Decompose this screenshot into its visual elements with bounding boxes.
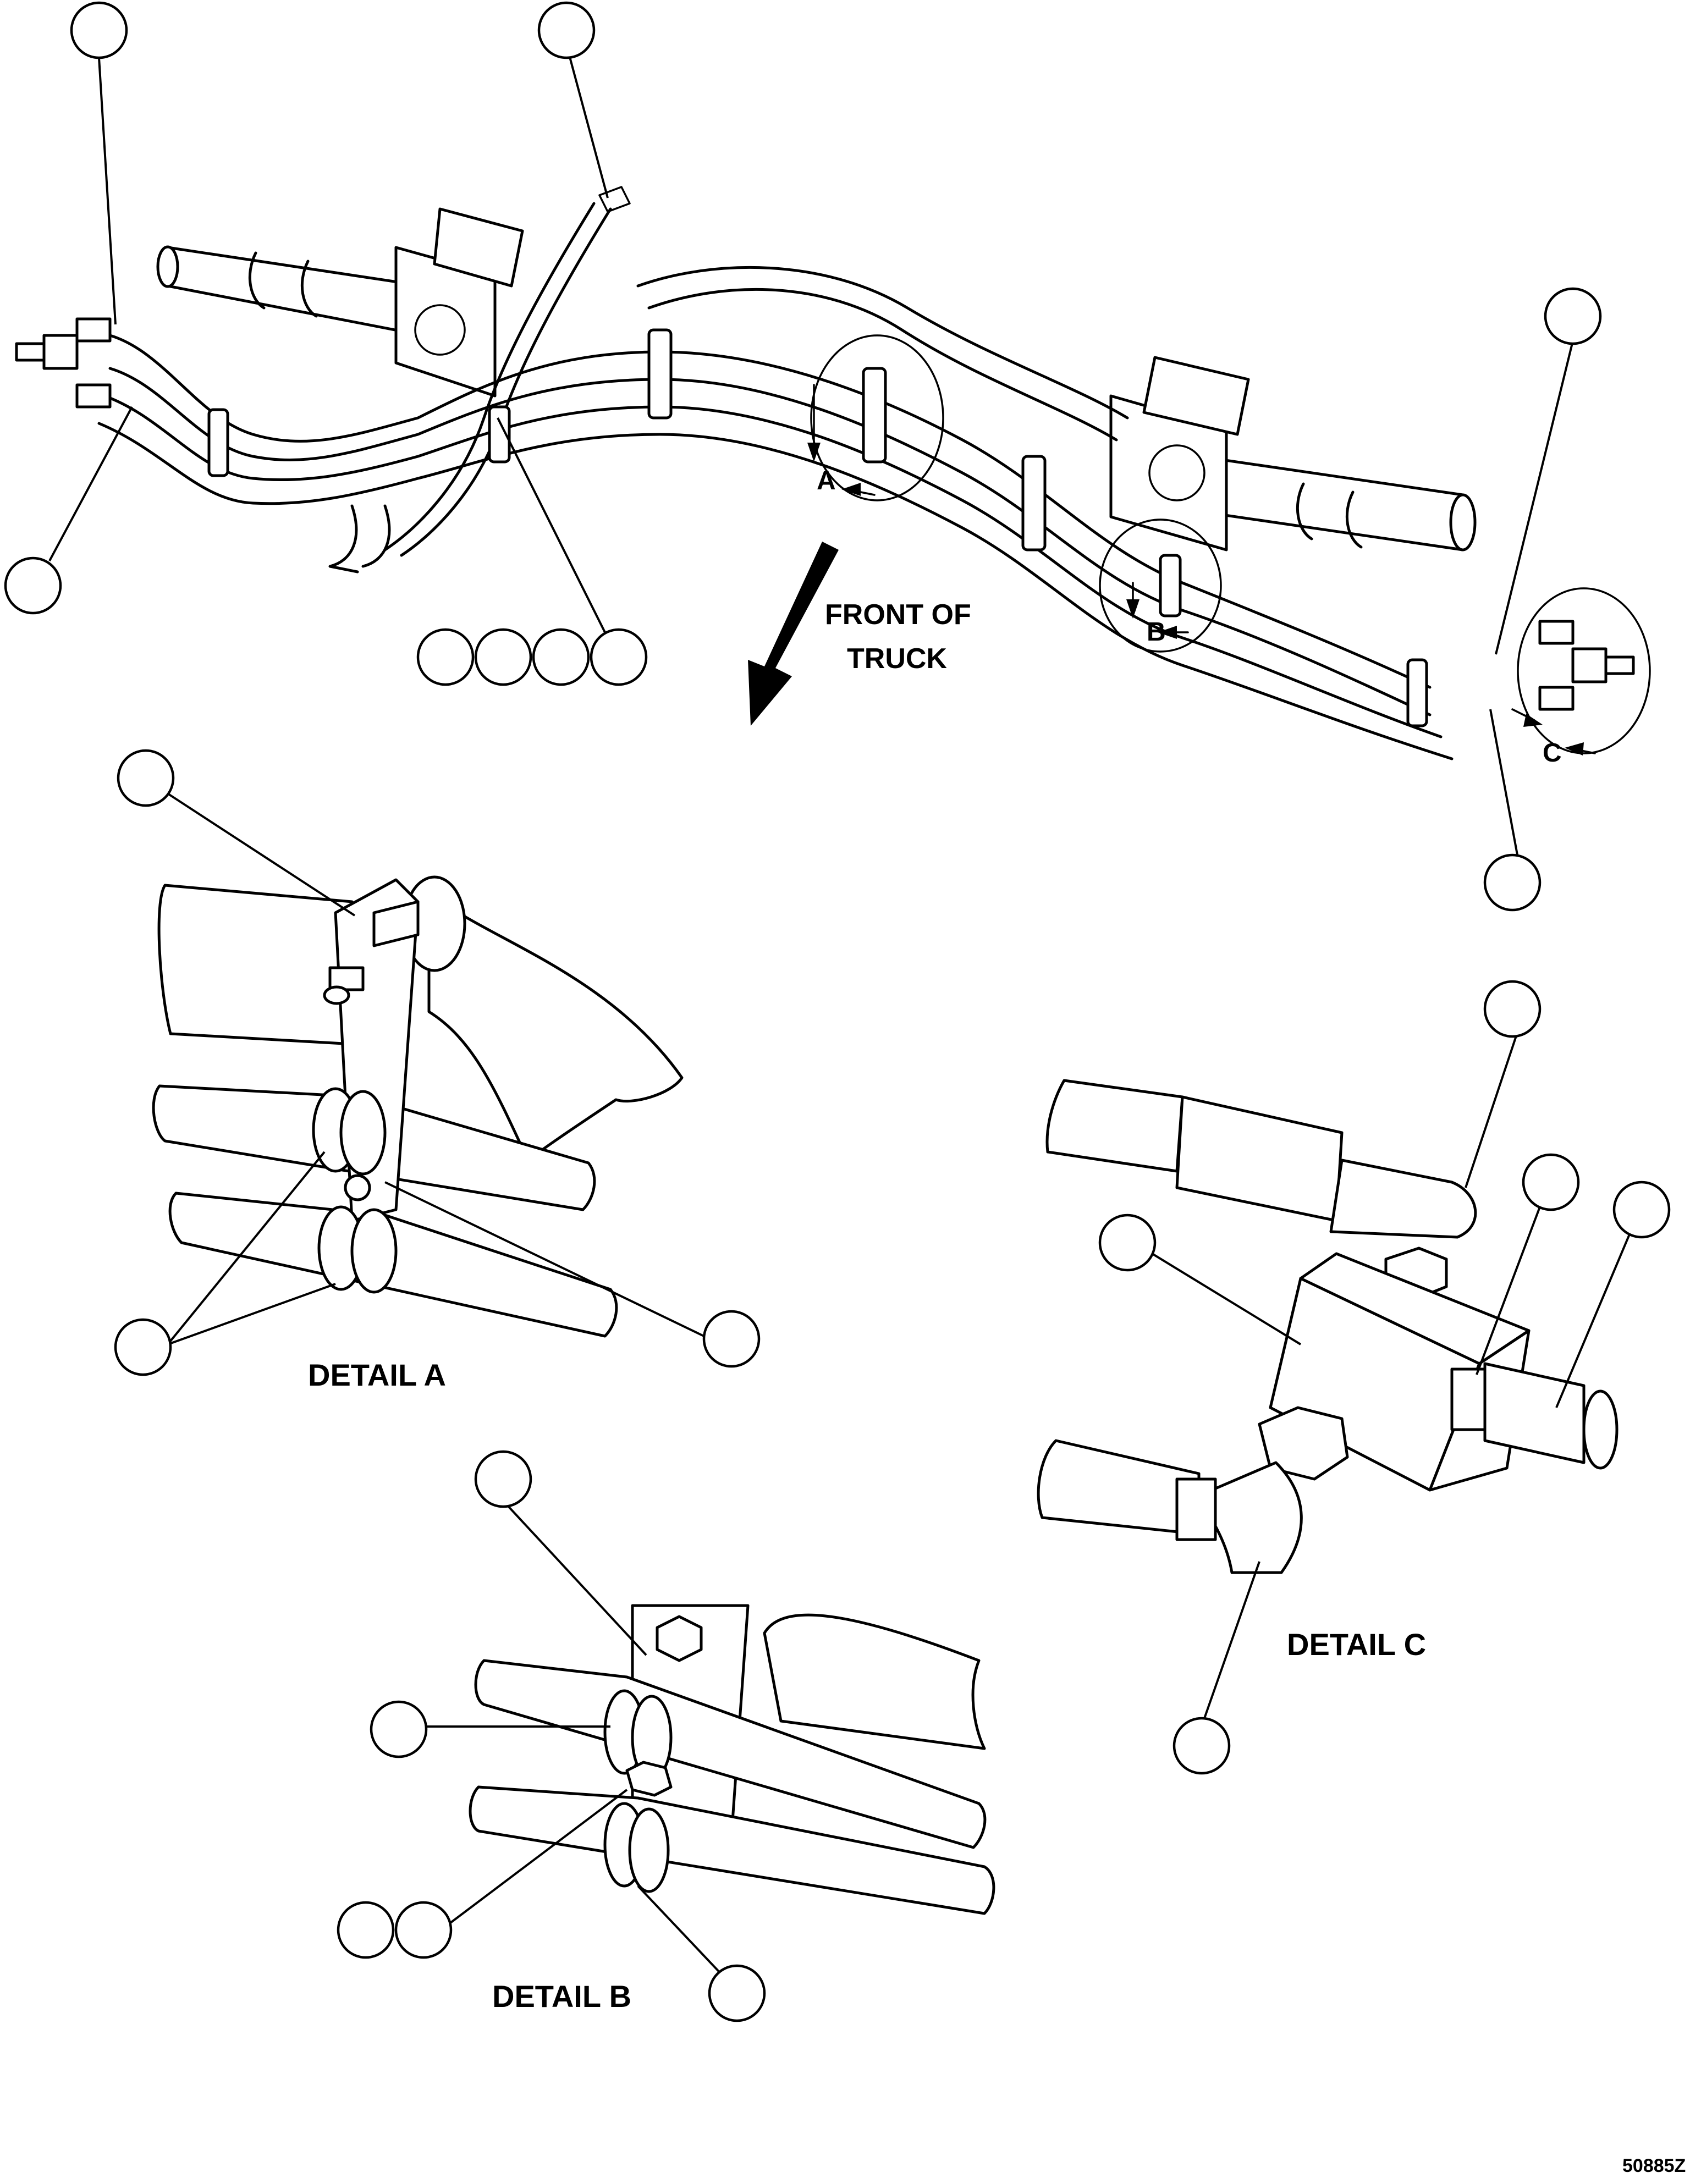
hose-clamps-main bbox=[207, 328, 1428, 727]
callout-balloon bbox=[370, 1700, 428, 1758]
detail-a-drawing bbox=[152, 875, 684, 1338]
callout-balloon bbox=[394, 1901, 453, 1959]
callout-balloon bbox=[1483, 980, 1542, 1038]
front-of-truck-arrow bbox=[748, 542, 839, 726]
detail-c-title: DETAIL C bbox=[1287, 1627, 1426, 1662]
leader-lines-detail-b bbox=[426, 1503, 735, 1989]
callout-balloon bbox=[337, 1901, 395, 1959]
leader-lines-detail-c bbox=[1151, 1030, 1632, 1719]
detail-c-drawing bbox=[1037, 1079, 1619, 1574]
callout-balloons bbox=[4, 1, 1671, 2022]
callout-balloon bbox=[416, 628, 475, 686]
callout-balloon bbox=[70, 1, 128, 59]
callout-balloon bbox=[114, 1318, 172, 1376]
axle-tube bbox=[156, 245, 1477, 551]
callout-balloon bbox=[702, 1310, 761, 1368]
callout-balloon bbox=[537, 1, 596, 59]
end-fittings bbox=[15, 317, 1635, 711]
detail-reference-circles bbox=[810, 334, 1651, 754]
callout-balloon bbox=[1483, 853, 1542, 912]
callout-balloon bbox=[1522, 1153, 1580, 1211]
leader-lines-main bbox=[48, 54, 1574, 858]
front-of-truck-label-line2: TRUCK bbox=[847, 643, 947, 675]
detail-marker-a: A bbox=[817, 466, 836, 495]
detail-arrows bbox=[807, 384, 1596, 755]
callout-balloon bbox=[1172, 1717, 1231, 1775]
leader-lines-detail-a bbox=[164, 791, 704, 1345]
callout-balloon bbox=[590, 628, 648, 686]
figure-id: 50885Z bbox=[1622, 2155, 1686, 2176]
callout-balloon bbox=[4, 556, 62, 615]
detail-marker-b: B bbox=[1147, 617, 1166, 647]
callout-balloon bbox=[532, 628, 590, 686]
detail-b-drawing bbox=[469, 1604, 995, 1915]
callout-balloon bbox=[1544, 287, 1602, 345]
hose-bundle bbox=[97, 186, 1454, 760]
detail-a-title: DETAIL A bbox=[308, 1358, 446, 1392]
axle-clamps bbox=[248, 251, 1363, 549]
front-of-truck-label-line1: FRONT OF bbox=[825, 599, 971, 631]
callout-balloon bbox=[474, 628, 532, 686]
mounting-brackets bbox=[394, 207, 1250, 551]
callout-balloon bbox=[1098, 1214, 1157, 1272]
detail-marker-c: C bbox=[1543, 738, 1562, 768]
callout-balloon bbox=[117, 749, 175, 807]
detail-b-title: DETAIL B bbox=[492, 1979, 631, 2014]
callout-balloon bbox=[708, 1964, 766, 2022]
callout-balloon bbox=[1612, 1181, 1671, 1239]
callout-balloon bbox=[474, 1450, 532, 1508]
